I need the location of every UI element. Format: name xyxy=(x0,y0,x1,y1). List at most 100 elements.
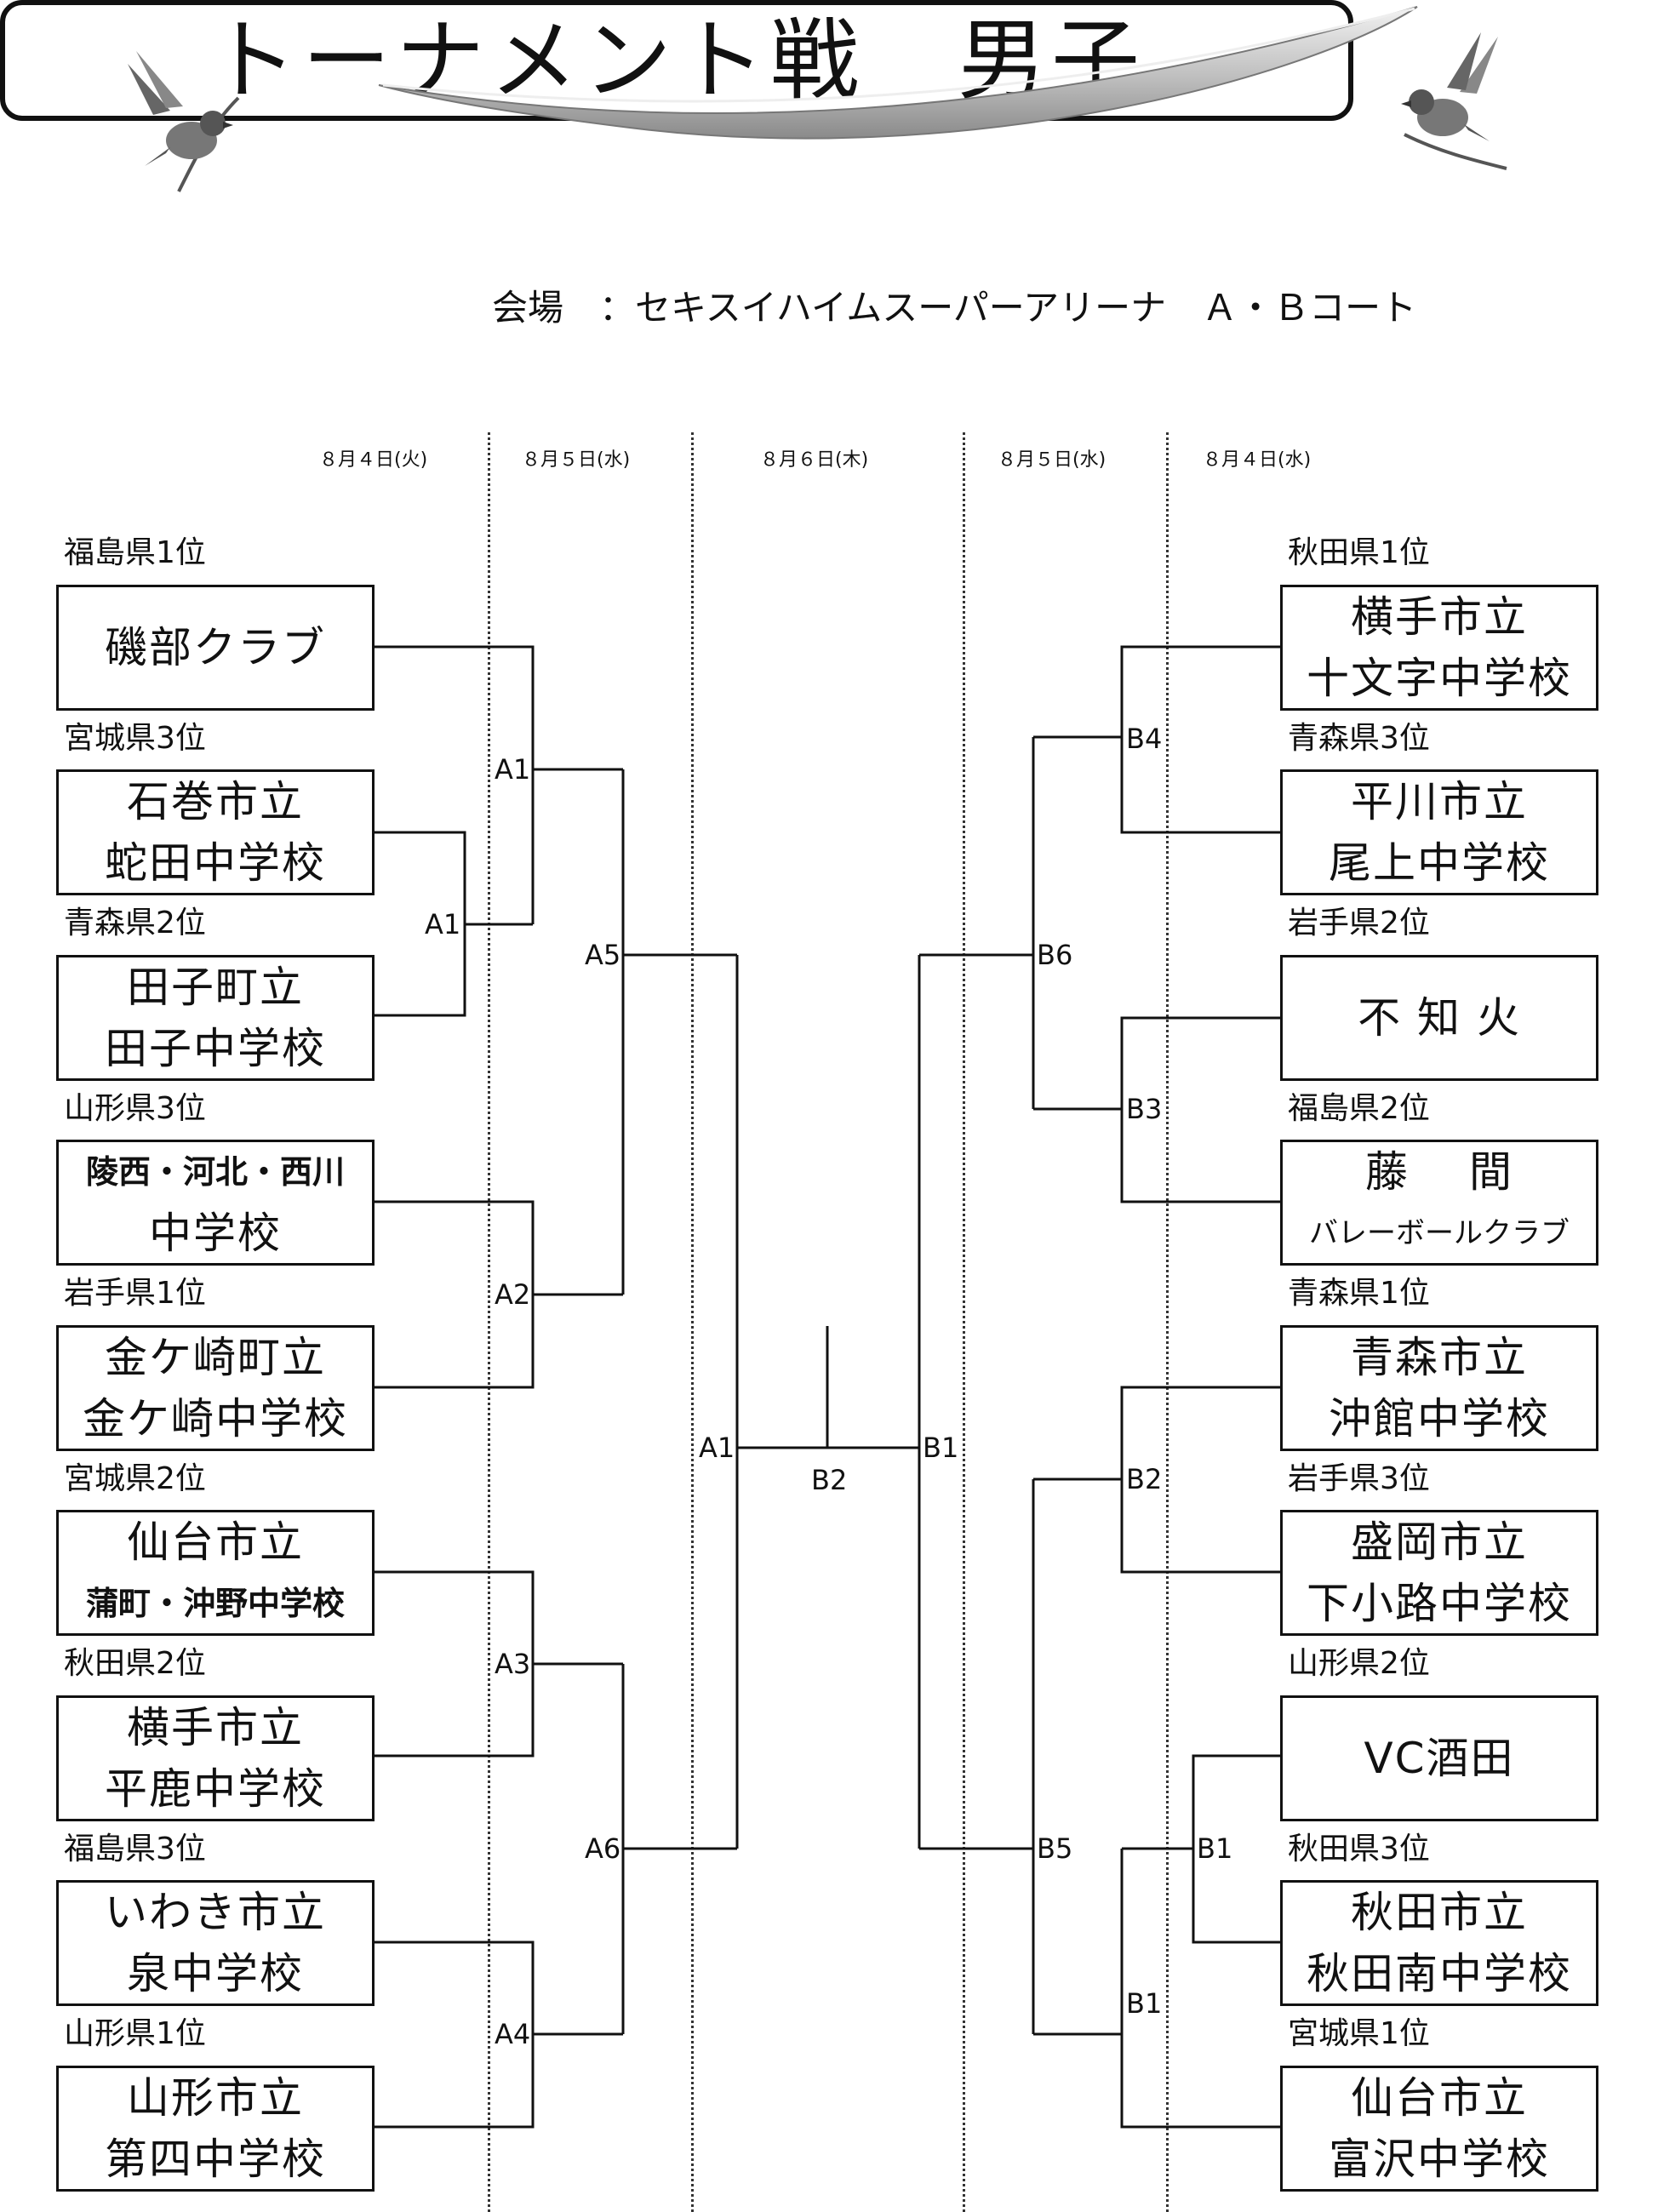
team-box: 田子町立 田子中学校 xyxy=(56,955,375,1081)
match-label: B4 xyxy=(1125,723,1164,755)
team-name: 富沢中学校 xyxy=(1329,2135,1550,2184)
match-label: B5 xyxy=(1036,1832,1074,1865)
team-box: 横手市立 十文字中学校 xyxy=(1280,585,1598,711)
team-name: バレーボールクラブ xyxy=(1309,1216,1570,1250)
bracket-connector xyxy=(1120,645,1280,834)
team-name: 蒲町・沖野中学校 xyxy=(85,1585,345,1622)
team-name: 尾上中学校 xyxy=(1329,838,1550,888)
team-name: 横手市立 xyxy=(127,1703,304,1752)
bracket-connector xyxy=(1120,1386,1280,1574)
seed-label: 秋田県1位 xyxy=(1288,535,1430,570)
column-divider xyxy=(963,432,965,2212)
match-label: A1 xyxy=(424,908,462,940)
bracket-connector xyxy=(1120,1016,1280,1203)
seed-label: 青森県3位 xyxy=(1288,721,1430,756)
team-name: 泉中学校 xyxy=(127,1949,304,1998)
date-header: ８月５日(水) xyxy=(998,449,1106,471)
seed-label: 山形県2位 xyxy=(1288,1646,1430,1681)
team-box: 青森市立 沖館中学校 xyxy=(1280,1325,1598,1451)
team-name: VC酒田 xyxy=(1364,1734,1515,1783)
team-box: 石巻市立 蛇田中学校 xyxy=(56,769,375,895)
team-name: 下小路中学校 xyxy=(1307,1579,1572,1628)
team-name: 金ケ崎中学校 xyxy=(83,1394,348,1443)
team-name: 平鹿中学校 xyxy=(105,1764,326,1814)
team-box: 盛岡市立 下小路中学校 xyxy=(1280,1510,1598,1636)
team-box: 磯部クラブ xyxy=(56,585,375,711)
team-name: 山形市立 xyxy=(127,2073,304,2123)
team-name: 中学校 xyxy=(149,1209,282,1258)
column-divider xyxy=(691,432,694,2212)
team-name: 藤 間 xyxy=(1365,1147,1513,1197)
team-name: 仙台市立 xyxy=(1351,2073,1528,2123)
match-label: A4 xyxy=(494,2018,532,2050)
seed-label: 秋田県3位 xyxy=(1288,1832,1430,1866)
sparrow-left-icon xyxy=(128,51,240,192)
seed-label: 山形県1位 xyxy=(64,2016,206,2051)
seed-label: 岩手県3位 xyxy=(1288,1461,1430,1496)
team-name: 金ケ崎町立 xyxy=(105,1333,326,1382)
seed-label: 宮城県2位 xyxy=(64,1461,206,1496)
match-label: B2 xyxy=(810,1464,849,1496)
team-name: 十文字中学校 xyxy=(1307,654,1572,703)
match-label: B1 xyxy=(922,1432,960,1464)
date-header: ８月４日(水) xyxy=(1203,449,1312,471)
team-name: 陵西・河北・西川 xyxy=(85,1153,345,1191)
match-label: A1 xyxy=(698,1432,736,1464)
team-box: 山形市立 第四中学校 xyxy=(56,2066,375,2192)
team-box: 仙台市立 富沢中学校 xyxy=(1280,2066,1598,2192)
match-label: A2 xyxy=(494,1278,532,1311)
team-name: 不 知 火 xyxy=(1358,993,1521,1043)
venue-text: 会場 ：セキスイハイムスーパーアリーナ Ａ・Ｂコート xyxy=(492,287,1417,329)
seed-label: 山形県3位 xyxy=(64,1091,206,1126)
team-box: 藤 間 バレーボールクラブ xyxy=(1280,1140,1598,1266)
team-name: 田子中学校 xyxy=(105,1024,326,1073)
match-label: B3 xyxy=(1125,1093,1164,1125)
match-label: B6 xyxy=(1036,939,1074,971)
team-name: 仙台市立 xyxy=(127,1518,304,1567)
seed-label: 岩手県1位 xyxy=(64,1276,206,1311)
seed-label: 秋田県2位 xyxy=(64,1646,206,1681)
team-box: 平川市立 尾上中学校 xyxy=(1280,769,1598,895)
bracket-connector xyxy=(1120,1849,1280,2129)
seed-label: 青森県2位 xyxy=(64,906,206,940)
team-name: 横手市立 xyxy=(1351,592,1528,642)
seed-label: 福島県3位 xyxy=(64,1832,206,1866)
seed-label: 宮城県1位 xyxy=(1288,2016,1430,2051)
team-box: 秋田市立 秋田南中学校 xyxy=(1280,1880,1598,2006)
team-name: 第四中学校 xyxy=(105,2135,326,2184)
match-label: A5 xyxy=(584,939,622,971)
team-name: 沖館中学校 xyxy=(1329,1394,1550,1443)
column-divider xyxy=(488,432,490,2212)
team-name: 石巻市立 xyxy=(127,777,304,826)
seed-label: 岩手県2位 xyxy=(1288,906,1430,940)
match-label: A1 xyxy=(494,753,532,786)
match-label: A3 xyxy=(494,1648,532,1680)
seed-label: 福島県2位 xyxy=(1288,1091,1430,1126)
seed-label: 青森県1位 xyxy=(1288,1276,1430,1311)
team-name: 秋田南中学校 xyxy=(1307,1949,1572,1998)
seed-label: 宮城県3位 xyxy=(64,721,206,756)
team-name: 平川市立 xyxy=(1351,777,1528,826)
date-header: ８月６日(木) xyxy=(760,449,869,471)
team-box: VC酒田 xyxy=(1280,1695,1598,1821)
sparrow-right-icon xyxy=(1401,32,1507,170)
team-box: 横手市立 平鹿中学校 xyxy=(56,1695,375,1821)
team-box: 陵西・河北・西川 中学校 xyxy=(56,1140,375,1266)
team-name: 磯部クラブ xyxy=(105,623,326,672)
match-label: B1 xyxy=(1196,1832,1234,1865)
match-label: B2 xyxy=(1125,1463,1164,1495)
date-header: ８月５日(水) xyxy=(522,449,631,471)
column-divider xyxy=(1166,432,1169,2212)
team-box: 金ケ崎町立 金ケ崎中学校 xyxy=(56,1325,375,1451)
team-name: 秋田市立 xyxy=(1351,1888,1528,1937)
team-name: いわき市立 xyxy=(105,1888,326,1937)
team-box: いわき市立 泉中学校 xyxy=(56,1880,375,2006)
team-name: 青森市立 xyxy=(1351,1333,1528,1382)
team-name: 田子町立 xyxy=(127,963,304,1012)
date-header: ８月４日(火) xyxy=(319,449,428,471)
team-box: 仙台市立 蒲町・沖野中学校 xyxy=(56,1510,375,1636)
bracket-connector xyxy=(375,645,535,924)
match-label: B1 xyxy=(1125,1987,1164,2020)
leaf-decoration xyxy=(378,6,1418,140)
